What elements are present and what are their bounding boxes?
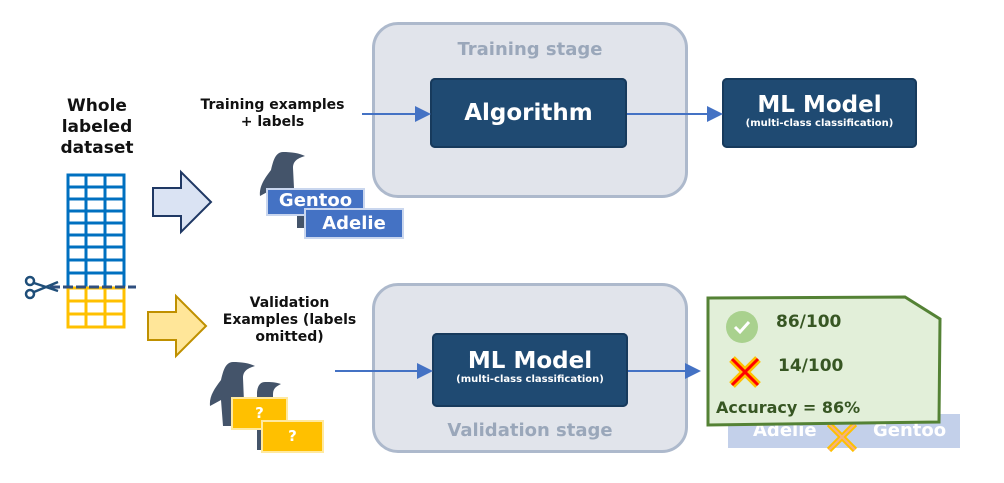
ml-model-subtitle: (multi-class classification) [745, 118, 894, 129]
training-stage-title: Training stage [457, 39, 603, 60]
algorithm-label: Algorithm [464, 100, 593, 126]
check-icon [726, 311, 758, 343]
faded-cross-icon [826, 421, 858, 453]
results-box [706, 295, 942, 427]
tag-adelie: Adelie [304, 208, 404, 239]
dataset-label: Whole labeled dataset [60, 96, 134, 158]
ml-model-box-bottom: ML Model (multi-class classification) [432, 333, 628, 407]
train-split-arrow-icon [152, 169, 213, 235]
training-input-label: Training examples + labels [200, 97, 345, 130]
algorithm-box: Algorithm [430, 78, 627, 148]
ml-model-subtitle-bottom: (multi-class classification) [456, 374, 604, 385]
validation-split-arrow-icon [147, 293, 208, 359]
ml-model-box-top: ML Model (multi-class classification) [722, 78, 917, 148]
incorrect-count: 14/100 [778, 356, 844, 376]
cross-icon [729, 356, 761, 388]
validation-stage-title: Validation stage [447, 420, 613, 441]
dataset-table-icon [24, 173, 136, 329]
tag-unknown-2: ? [261, 420, 324, 453]
scissors-icon [24, 275, 59, 300]
ml-model-title-bottom: ML Model [467, 348, 593, 374]
validation-input-label: Validation Examples (labels omitted) [222, 295, 357, 345]
faded-tag-gentoo: Gentoo [873, 420, 947, 441]
ml-model-title: ML Model [757, 92, 882, 118]
correct-count: 86/100 [776, 312, 842, 332]
validation-rows [66, 286, 126, 329]
accuracy-label: Accuracy = 86% [716, 398, 861, 417]
